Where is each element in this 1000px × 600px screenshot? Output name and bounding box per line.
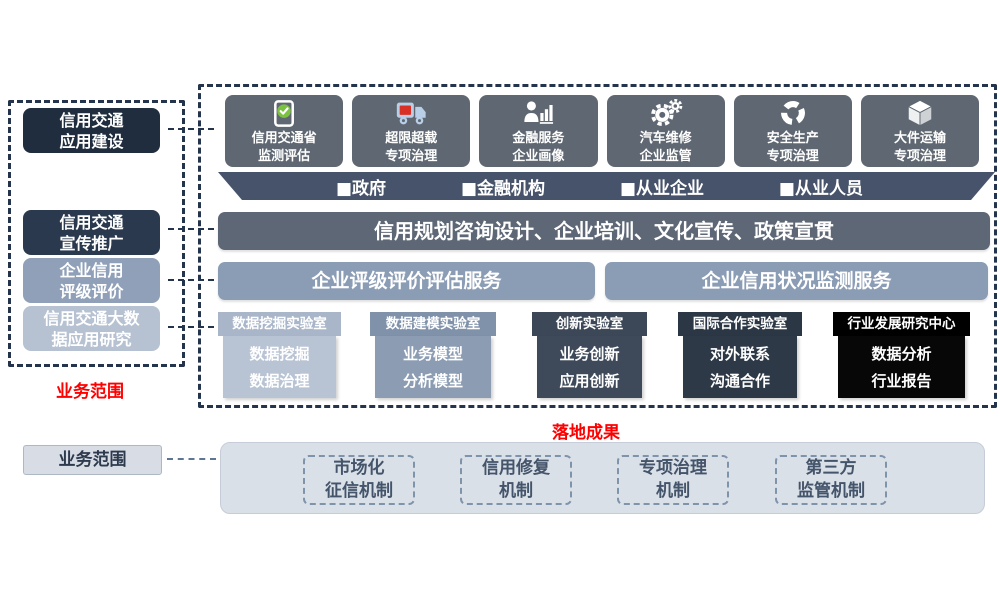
audience-item: ■从业人员 — [778, 178, 863, 199]
lab-item: 数据分析 — [871, 344, 932, 363]
left-box-application-building: 信用交通 应用建设 — [23, 108, 160, 153]
business-scope-frame — [8, 100, 185, 367]
audience-item: ■金融机构 — [460, 178, 546, 199]
lab-item: 行业报告 — [871, 372, 932, 391]
mechanism-line: 机制 — [499, 481, 533, 501]
monitoring-service-bar: 企业信用状况监测服务 — [605, 262, 988, 300]
gears-icon — [649, 98, 683, 128]
top-box-finance-profile: 金融服务 企业画像 — [479, 95, 598, 167]
mechanism-line: 征信机制 — [325, 481, 393, 501]
top-box-label: 安全生产 — [766, 131, 819, 146]
lab-item: 沟通合作 — [709, 372, 770, 391]
document-check-icon — [270, 98, 299, 128]
lab-item: 分析模型 — [402, 372, 463, 391]
left-box-line: 应用建设 — [59, 131, 124, 151]
results-frame — [198, 84, 997, 408]
lab-header: 行业发展研究中心 — [833, 312, 970, 336]
left-box-line: 企业信用 — [59, 260, 124, 280]
top-box-label: 专项治理 — [385, 149, 438, 164]
top-box-label: 信用交通省 — [251, 131, 317, 146]
left-box-bigdata-research: 信用交通大数 据应用研究 — [23, 306, 160, 351]
top-box-label: 企业画像 — [512, 149, 565, 164]
connector-line — [168, 326, 214, 328]
connector-line — [168, 128, 214, 130]
top-box-safety: 安全生产 专项治理 — [733, 95, 852, 167]
top-box-label: 大件运输 — [893, 131, 946, 146]
left-box-line: 信用交通 — [59, 212, 124, 232]
left-box-line: 信用交通大数 — [43, 308, 140, 328]
left-box-rating: 企业信用 评级评价 — [23, 258, 160, 303]
top-box-monitoring: 信用交通省 监测评估 — [225, 95, 344, 167]
top-service-row: 信用交通省 监测评估 超限超载 专项治理 — [225, 95, 980, 167]
lab-item: 业务创新 — [559, 344, 620, 363]
evaluation-service-bar: 企业评级评价评估服务 — [218, 262, 595, 300]
lab-data-modeling: 数据建模实验室 业务模型 分析模型 — [370, 312, 496, 398]
lab-item: 应用创新 — [559, 372, 620, 391]
top-box-label: 监测评估 — [258, 149, 311, 164]
audience-banner: ■政府 ■金融机构 ■从业企业 ■从业人员 — [218, 172, 995, 200]
audience-item: ■政府 — [336, 178, 387, 199]
lab-industry-research: 行业发展研究中心 数据分析 行业报告 — [833, 312, 970, 398]
lab-data-mining: 数据挖掘实验室 数据挖掘 数据治理 — [218, 312, 341, 398]
top-box-label: 超限超载 — [385, 131, 438, 146]
person-chart-icon — [522, 98, 554, 128]
mechanism-thirdparty-supervision: 第三方 监管机制 — [775, 455, 887, 505]
lab-international: 国际合作实验室 对外联系 沟通合作 — [678, 312, 802, 398]
top-box-overload: 超限超载 专项治理 — [352, 95, 471, 167]
mechanism-line: 专项治理 — [639, 458, 707, 478]
mechanism-line: 第三方 — [805, 458, 857, 478]
top-box-label: 专项治理 — [893, 149, 946, 164]
mechanism-line: 信用修复 — [482, 458, 550, 478]
lab-item: 业务模型 — [402, 344, 463, 363]
connector-line — [168, 279, 214, 281]
mechanism-line: 机制 — [656, 481, 690, 501]
lab-innovation: 创新实验室 业务创新 应用创新 — [532, 312, 647, 398]
left-box-line: 评级评价 — [59, 281, 124, 301]
lab-header: 数据挖掘实验室 — [218, 312, 341, 336]
cube-icon — [905, 98, 935, 128]
left-box-line: 信用交通 — [59, 110, 124, 130]
connector-line — [167, 458, 216, 460]
truck-icon — [394, 98, 428, 128]
top-box-label: 企业监管 — [639, 149, 692, 164]
top-box-label: 专项治理 — [766, 149, 819, 164]
cycle-arrows-icon — [778, 98, 808, 128]
top-box-label: 金融服务 — [512, 131, 565, 146]
mechanism-special-governance: 专项治理 机制 — [617, 455, 729, 505]
mechanism-credit-repair: 信用修复 机制 — [460, 455, 572, 505]
connector-line — [168, 228, 214, 230]
left-box-line: 宣传推广 — [59, 233, 124, 253]
left-box-line: 据应用研究 — [51, 329, 132, 349]
lab-item: 对外联系 — [709, 344, 770, 363]
top-box-label: 汽车维修 — [639, 131, 692, 146]
lab-item: 数据挖掘 — [249, 344, 310, 363]
service-bar: 信用规划咨询设计、企业培训、文化宣传、政策宣贯 — [218, 212, 990, 250]
top-box-oversize-transport: 大件运输 专项治理 — [860, 95, 980, 167]
lab-header: 数据建模实验室 — [370, 312, 496, 336]
audience-item: ■从业企业 — [619, 178, 704, 199]
top-box-auto-repair: 汽车维修 企业监管 — [606, 95, 725, 167]
business-scope-label: 业务范围 — [56, 382, 124, 402]
results-label: 落地成果 — [552, 423, 620, 443]
mechanism-line: 监管机制 — [797, 481, 865, 501]
mechanisms-bar — [220, 442, 985, 514]
lab-header: 国际合作实验室 — [678, 312, 802, 336]
mechanism-line: 市场化 — [333, 458, 385, 478]
mechanism-market-credit: 市场化 征信机制 — [303, 455, 415, 505]
lab-header: 创新实验室 — [532, 312, 647, 336]
left-box-promotion: 信用交通 宣传推广 — [23, 210, 160, 255]
lab-item: 数据治理 — [249, 372, 310, 391]
bottom-business-scope-box: 业务范围 — [23, 445, 162, 475]
